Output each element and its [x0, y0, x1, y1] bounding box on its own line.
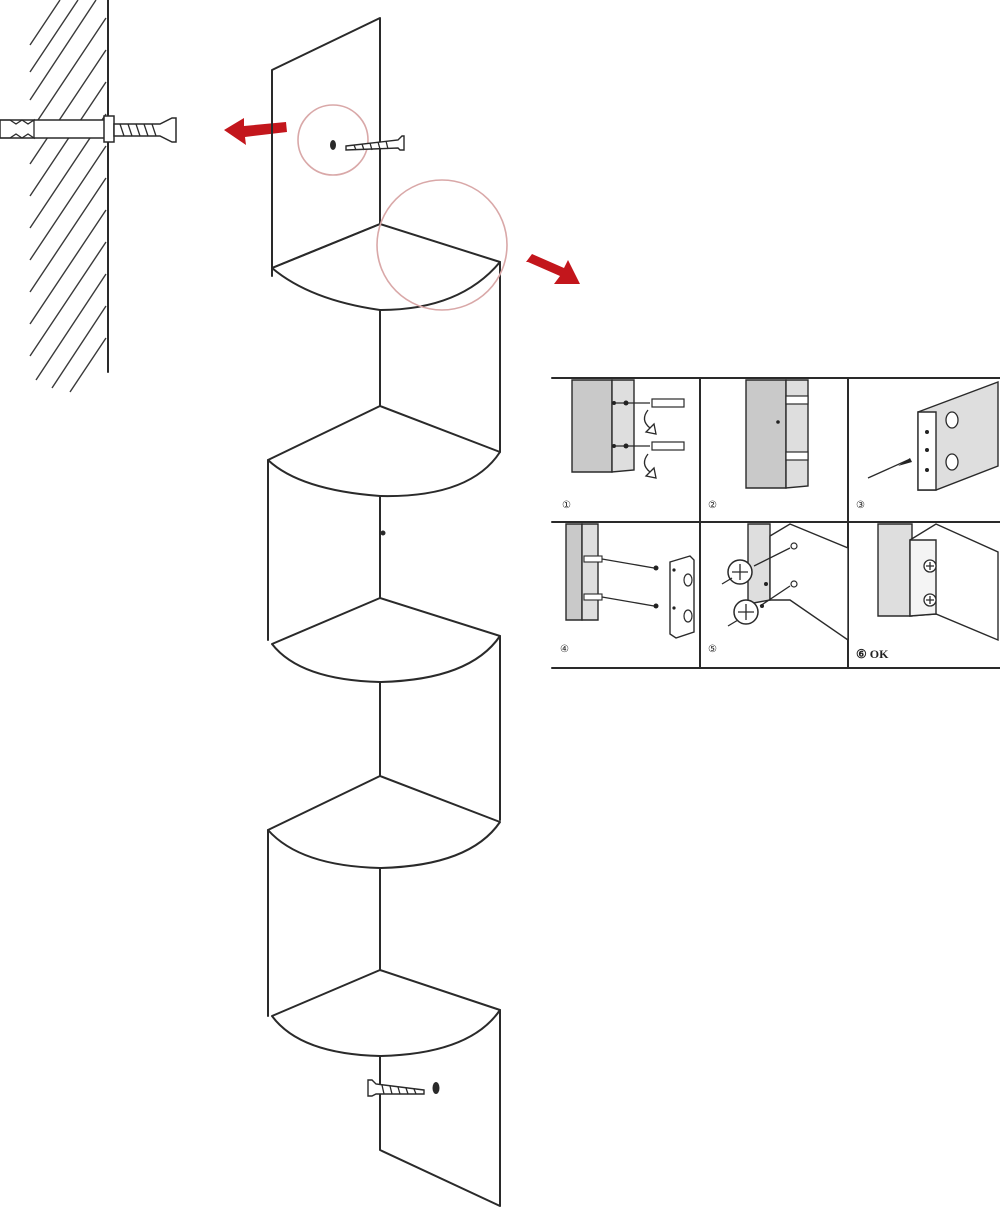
screw-icon	[113, 117, 177, 143]
arrow-left-icon	[224, 118, 287, 145]
step-1-label: ①	[562, 500, 571, 511]
cam-lock-icon	[727, 559, 759, 625]
step-5-panel	[721, 523, 849, 642]
step-5-label: ⑤	[708, 644, 717, 655]
detail-circle-corner	[376, 179, 508, 311]
step-6-label: ⑥ OK	[856, 647, 889, 661]
step-4-label: ④	[560, 644, 569, 655]
dowel-icon	[616, 398, 685, 451]
step-3-panel	[867, 380, 999, 491]
zigzag-corner-shelf	[267, 17, 501, 1207]
step-3-label: ③	[856, 500, 865, 511]
step-1-panel	[571, 379, 685, 479]
wall-hatch-icon	[29, 0, 109, 393]
arrow-down-right-icon	[526, 254, 580, 284]
step-2-panel	[745, 379, 809, 489]
step-2-label: ②	[708, 500, 717, 511]
detail-circle-top	[297, 104, 405, 176]
wall-plug-icon	[0, 115, 115, 143]
bottom-screw-icon	[367, 1079, 440, 1097]
step-6-panel	[877, 523, 999, 642]
instruction-grid	[551, 377, 1000, 669]
step-4-panel	[565, 523, 695, 639]
